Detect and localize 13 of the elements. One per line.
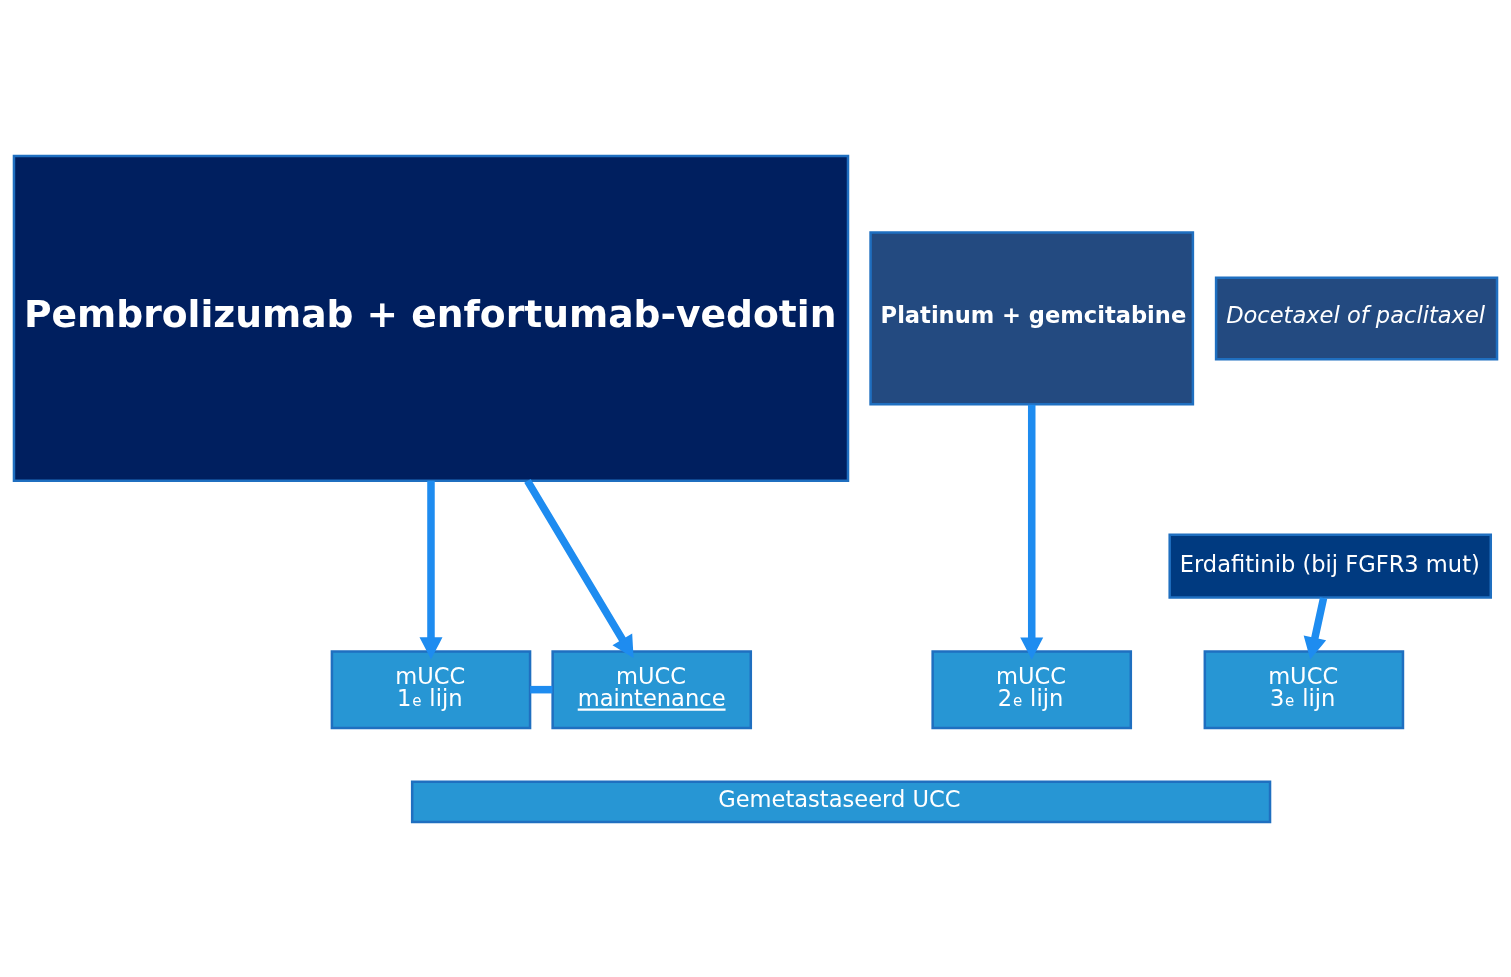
node-box: Pembrolizumab + enfortumab-vedotin [12, 154, 850, 482]
node-box: mUCC maintenance [551, 649, 753, 729]
arrow [419, 480, 443, 659]
node-box: Gemetastaseerd UCC [410, 780, 1272, 823]
node-box: mUCC 1e lijn [330, 649, 532, 729]
arrow [524, 478, 634, 658]
node-box: Docetaxel of paclitaxel [1214, 275, 1499, 360]
node-box: Platinum + gemcitabine [869, 230, 1195, 406]
arrow [1020, 404, 1044, 659]
node-box: mUCC 3e lijn [1203, 649, 1405, 729]
arrow [1303, 596, 1328, 659]
connector [530, 685, 553, 693]
node-box: Erdafitinib (bij FGFR3 mut) [1168, 533, 1492, 599]
